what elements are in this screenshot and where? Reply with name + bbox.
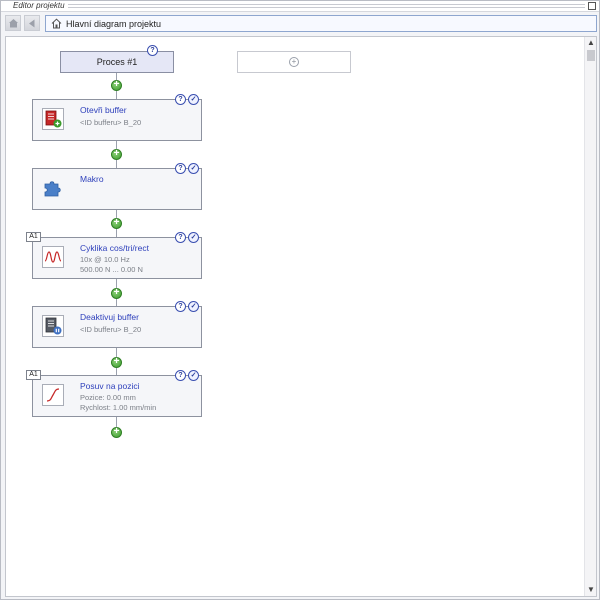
step-badges: ? ✓ <box>175 301 201 313</box>
puzzle-icon <box>42 177 64 199</box>
step-title: Otevři buffer <box>80 105 127 115</box>
check-icon[interactable]: ✓ <box>188 370 199 381</box>
home-icon <box>8 19 18 28</box>
open-buffer-icon <box>42 108 64 130</box>
ramp-curve-icon <box>42 384 64 406</box>
step-badges: ? ✓ <box>175 232 201 244</box>
step-move-to-position[interactable]: A1 ? ✓ Posuv na pozici Pozice: 0.00 mm R… <box>26 370 202 417</box>
step-deactivate-buffer[interactable]: ? ✓ Deaktivuj buffer <ID bufferu> B_20 <box>32 301 202 348</box>
step-detail: Rychlost: 1.00 mm/min <box>80 403 157 412</box>
step-title: Posuv na pozici <box>80 381 140 391</box>
add-step-button[interactable]: + <box>111 427 122 438</box>
diagram-canvas[interactable]: Proces #1 ? + + + + + + + ? ✓ <box>5 36 597 597</box>
vertical-scrollbar[interactable]: ▲ ▼ <box>584 37 596 596</box>
title-bar: Editor projektu <box>1 1 599 12</box>
help-icon[interactable]: ? <box>175 163 186 174</box>
wave-icon <box>42 246 64 268</box>
window-title: Editor projektu <box>10 1 68 11</box>
step-detail: 500.00 N ... 0.00 N <box>80 265 143 274</box>
title-rule <box>65 4 585 8</box>
process-label: Proces #1 <box>96 57 138 67</box>
check-icon[interactable]: ✓ <box>188 94 199 105</box>
step-badges: ? ✓ <box>175 94 201 106</box>
axis-tag: A1 <box>26 370 41 380</box>
step-title: Deaktivuj buffer <box>80 312 139 322</box>
connector-line <box>116 417 117 432</box>
step-detail: <ID bufferu> B_20 <box>80 118 142 127</box>
check-icon[interactable]: ✓ <box>188 163 199 174</box>
step-title: Makro <box>80 174 104 184</box>
step-open-buffer[interactable]: ? ✓ Otevři buffer <ID bufferu> B_20 <box>32 94 202 141</box>
step-badges: ? ✓ <box>175 370 201 382</box>
back-button[interactable] <box>24 15 40 31</box>
add-step-button[interactable]: + <box>111 218 122 229</box>
step-cyclic-cos-tri-rect[interactable]: A1 ? ✓ Cyklika cos/tri/rect 10x @ 10.0 H… <box>26 232 202 279</box>
check-icon[interactable]: ✓ <box>188 232 199 243</box>
step-title: Cyklika cos/tri/rect <box>80 243 149 253</box>
breadcrumb-label: Hlavní diagram projektu <box>66 18 162 29</box>
scroll-thumb[interactable] <box>587 50 595 61</box>
add-step-button[interactable]: + <box>111 149 122 160</box>
maximize-button[interactable] <box>588 2 596 10</box>
back-arrow-icon <box>29 19 35 27</box>
home-nav-button[interactable] <box>5 15 21 31</box>
step-detail: <ID bufferu> B_20 <box>80 325 142 334</box>
step-badges: ? ✓ <box>175 163 201 175</box>
toolbar: Hlavní diagram projektu <box>5 15 597 33</box>
help-icon[interactable]: ? <box>175 94 186 105</box>
help-icon[interactable]: ? <box>175 301 186 312</box>
process-box[interactable]: Proces #1 <box>60 51 174 73</box>
step-detail: 10x @ 10.0 Hz <box>80 255 130 264</box>
empty-process-slot[interactable]: + <box>237 51 351 73</box>
add-step-button[interactable]: + <box>111 357 122 368</box>
add-circle-icon: + <box>289 57 299 67</box>
help-icon[interactable]: ? <box>175 370 186 381</box>
breadcrumb[interactable]: Hlavní diagram projektu <box>45 15 597 32</box>
scroll-up-arrow[interactable]: ▲ <box>587 38 595 47</box>
axis-tag: A1 <box>26 232 41 242</box>
help-icon[interactable]: ? <box>175 232 186 243</box>
check-icon[interactable]: ✓ <box>188 301 199 312</box>
scroll-down-arrow[interactable]: ▼ <box>587 585 595 594</box>
step-detail: Pozice: 0.00 mm <box>80 393 136 402</box>
add-step-button[interactable]: + <box>111 288 122 299</box>
add-step-button[interactable]: + <box>111 80 122 91</box>
process-help-icon[interactable]: ? <box>147 45 158 56</box>
house-icon <box>51 18 62 29</box>
step-macro[interactable]: ? ✓ Makro <box>32 163 202 210</box>
deactivate-buffer-icon <box>42 315 64 337</box>
